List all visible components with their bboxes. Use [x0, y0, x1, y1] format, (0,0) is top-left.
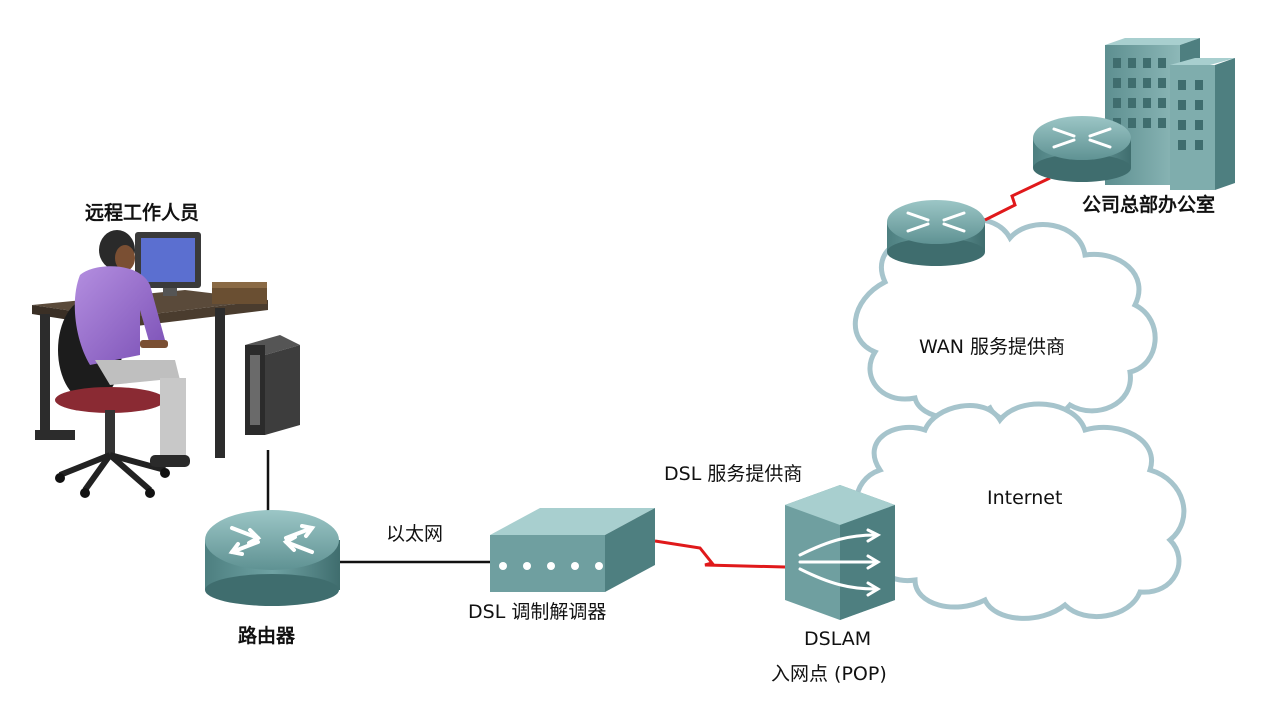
ethernet-label: 以太网 — [386, 523, 444, 545]
router-icon — [205, 510, 340, 606]
dslam-icon — [785, 485, 895, 620]
hq-label: 公司总部办公室 — [1082, 194, 1216, 216]
hq-wan-link — [984, 176, 1051, 222]
dsl-wan-link — [654, 539, 786, 569]
dsl-provider-label: DSL 服务提供商 — [664, 463, 803, 485]
teleworker-label: 远程工作人员 — [85, 202, 200, 224]
wan-provider-label: WAN 服务提供商 — [919, 336, 1065, 358]
dslam-label: DSLAM — [804, 628, 872, 650]
wan-router-icon — [887, 200, 985, 266]
teleworker-icon — [32, 230, 300, 498]
dsl-modem-label: DSL 调制解调器 — [468, 601, 607, 623]
internet-label: Internet — [987, 487, 1063, 509]
internet-cloud — [854, 401, 1187, 621]
router-label: 路由器 — [238, 625, 296, 647]
hq-router-icon — [1033, 116, 1131, 182]
pop-label: 入网点 (POP) — [771, 663, 887, 685]
dsl-modem-icon — [490, 508, 655, 592]
